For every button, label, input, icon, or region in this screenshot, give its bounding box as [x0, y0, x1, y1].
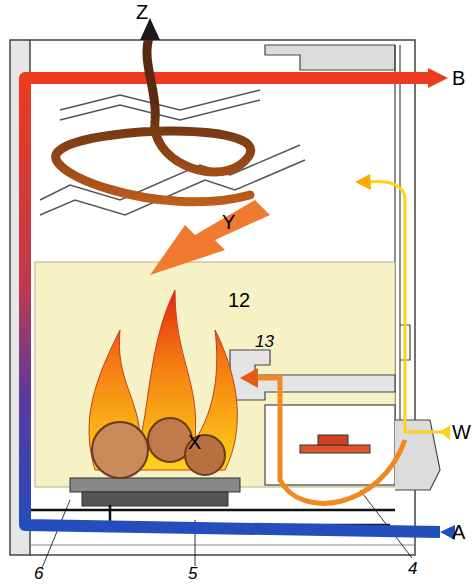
arrow-head	[355, 174, 371, 190]
callout-number: 13	[255, 333, 274, 350]
flow-letter: B	[452, 68, 465, 88]
arrow-head	[240, 368, 258, 388]
flow-letter: Z	[136, 2, 148, 22]
airflow-arrow	[25, 78, 440, 532]
rear-panel	[395, 45, 400, 430]
flue-gas-arrow	[150, 200, 270, 275]
callout-number: 12	[228, 290, 250, 310]
grate	[70, 478, 240, 492]
top-plate	[265, 45, 395, 70]
arrow-tail	[440, 425, 450, 440]
grate	[82, 492, 228, 506]
flow-letter: X	[188, 432, 201, 452]
smoke-arrow	[56, 35, 251, 202]
firebox	[35, 262, 395, 487]
casing	[30, 40, 415, 555]
callout-number: 5	[188, 565, 197, 582]
arrow-head	[428, 68, 448, 88]
flow-letter: Y	[222, 212, 235, 232]
base	[30, 545, 415, 546]
regulator	[318, 435, 348, 445]
control-chamber	[265, 405, 395, 485]
flow-letter: W	[452, 422, 471, 442]
secondary-air-arrow	[368, 182, 445, 432]
air-duct	[230, 350, 395, 400]
log	[92, 422, 148, 478]
callout-number: 6	[34, 565, 43, 582]
primary-air-arrow	[255, 378, 405, 503]
regulator	[300, 445, 370, 453]
callout-number: 4	[408, 560, 417, 577]
flow-letter: A	[452, 522, 465, 542]
baffle-plate	[60, 90, 260, 120]
